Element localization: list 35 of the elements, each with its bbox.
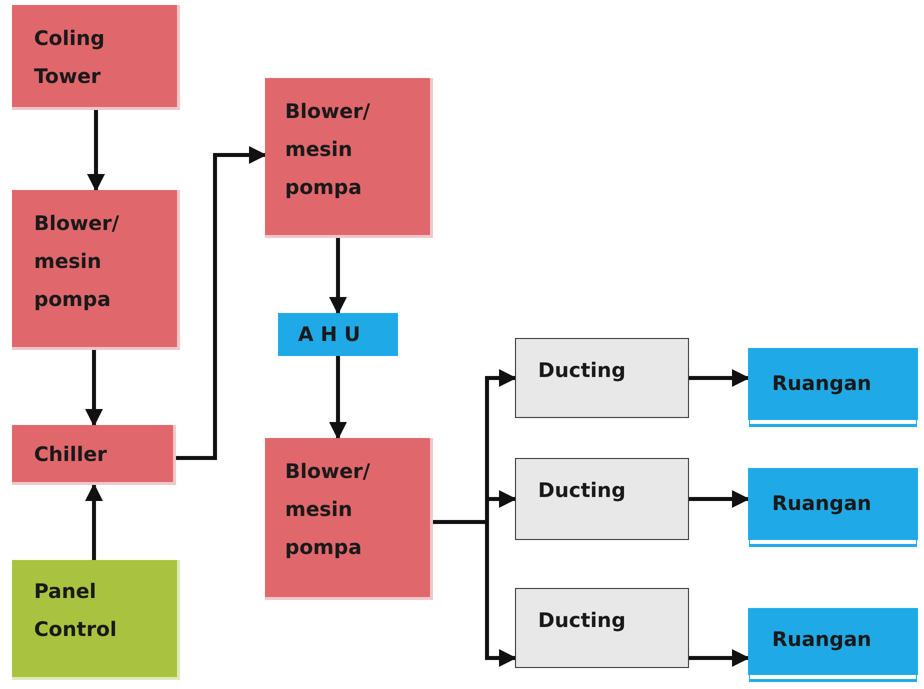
control-box [12, 560, 180, 680]
node-label: Blower/ mesin pompa [285, 98, 372, 201]
node-label: Chiller [34, 441, 108, 468]
node-label: Ruangan [772, 490, 872, 517]
node-label: Ruangan [772, 370, 872, 397]
arrow [689, 649, 750, 667]
arrow [689, 369, 750, 387]
process-box [12, 5, 180, 110]
arrow [85, 350, 103, 427]
node-label: Ducting [538, 607, 627, 634]
arrow [689, 490, 750, 508]
room-box [748, 468, 918, 540]
duct-box [515, 588, 689, 668]
process-box [278, 313, 398, 356]
node-label: Ruangan [772, 626, 872, 653]
arrow [329, 238, 347, 315]
arrow [85, 483, 103, 560]
room-box [748, 348, 918, 420]
node-label: Blower/ mesin pompa [34, 210, 120, 313]
node-label: Blower/ mesin pompa [285, 458, 372, 561]
node-label: Coling Tower [34, 25, 106, 90]
process-box [12, 190, 180, 350]
node-label: Panel Control [34, 578, 118, 643]
node-label: Ducting [538, 477, 627, 504]
process-box [265, 438, 433, 600]
node-label: A H U [298, 321, 362, 348]
process-box [265, 78, 433, 238]
room-box [748, 608, 918, 675]
duct-box [515, 458, 689, 540]
arrow [87, 110, 105, 192]
duct-box [515, 338, 689, 418]
process-box [12, 425, 176, 485]
node-label: Ducting [538, 357, 627, 384]
arrow [329, 356, 347, 440]
arrow [176, 146, 267, 460]
